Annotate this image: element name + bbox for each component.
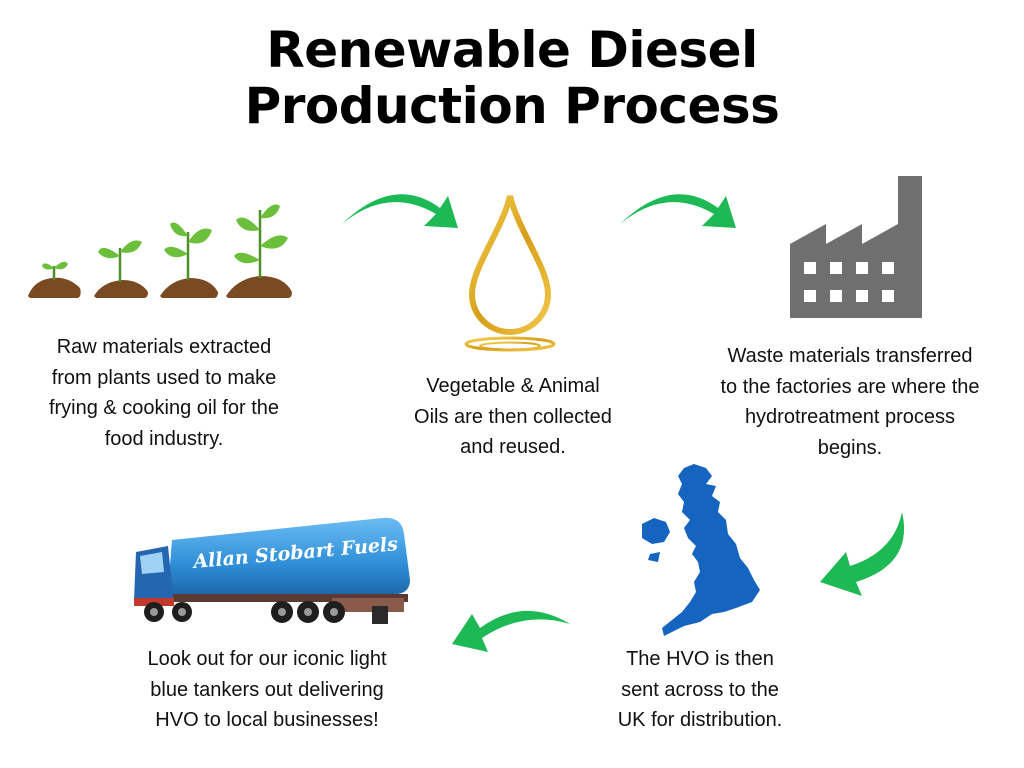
arrow-3-icon — [820, 512, 905, 596]
factory-icon — [790, 176, 922, 318]
step-5-caption: Look out for our iconic light blue tanke… — [147, 648, 387, 731]
oil-drop-icon — [464, 195, 556, 352]
tanker-truck-icon: Allan Stobart Fuels — [134, 517, 410, 624]
arrow-4-icon — [452, 610, 570, 652]
step-4-caption: The HVO is then sent across to the UK fo… — [617, 648, 783, 731]
page-title: Renewable Diesel Production Process — [0, 22, 1024, 134]
arrow-2-icon — [620, 194, 736, 228]
step-1-caption: Raw materials extracted from plants used… — [48, 336, 280, 450]
step-3-caption: Waste materials transferred to the facto… — [720, 345, 980, 459]
uk-map-icon — [642, 464, 760, 636]
seedlings-icon — [28, 204, 292, 298]
title-line-2: Production Process — [244, 77, 780, 135]
title-line-1: Renewable Diesel — [266, 21, 758, 79]
step-2-caption: Vegetable & Animal Oils are then collect… — [414, 375, 612, 458]
arrow-1-icon — [342, 194, 458, 228]
